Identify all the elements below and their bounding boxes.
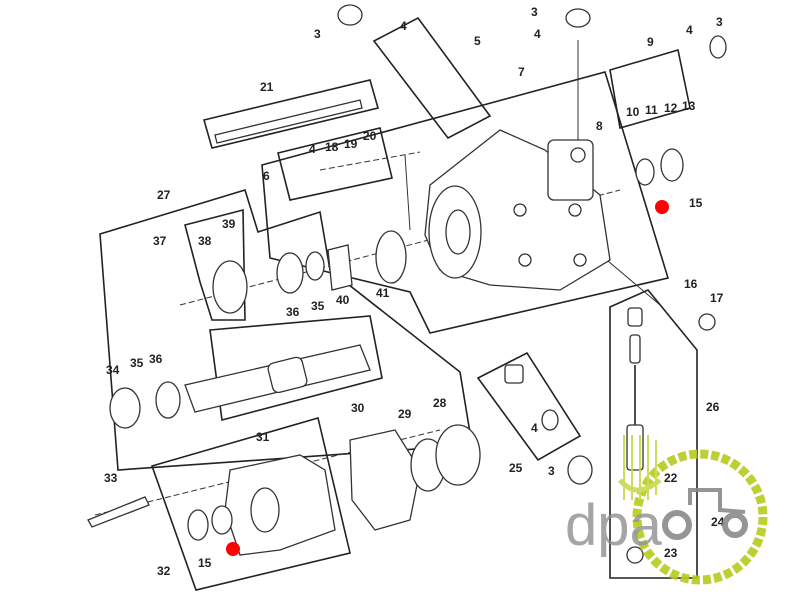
part-label: 11: [645, 103, 658, 117]
part-label: 4: [686, 23, 693, 37]
wheat-icon: [618, 435, 662, 500]
part-label: 27: [157, 188, 171, 202]
rear-cover-32: [224, 454, 336, 556]
part-label: 35: [311, 299, 325, 313]
part-label: 4: [531, 421, 538, 435]
part-label: 10: [626, 105, 640, 119]
group-box-5: [372, 16, 492, 140]
tractor-icon: [662, 488, 748, 540]
part-label: 13: [682, 99, 696, 113]
part-label: 19: [344, 137, 358, 151]
part-label: 15: [689, 196, 703, 210]
part-label: 24: [711, 515, 725, 529]
part-label: 18: [325, 140, 339, 154]
part-label: 29: [398, 407, 412, 421]
leader-line: [404, 154, 411, 231]
plug-3b: [565, 8, 591, 28]
part-label: 8: [596, 119, 603, 133]
shaft-part: [184, 344, 371, 413]
part-label: 41: [376, 286, 390, 300]
gear-ring-icon: [632, 449, 768, 585]
part-label: 9: [647, 35, 654, 49]
axis-line: [94, 429, 441, 516]
plug-3c: [709, 35, 727, 59]
bolt-33: [87, 496, 150, 528]
part-label: 3: [531, 5, 538, 19]
part-label: 34: [106, 363, 120, 377]
group-box-6-inner: [277, 127, 393, 201]
washer-36: [276, 252, 304, 294]
gasket-30: [349, 429, 421, 531]
bearing-28: [435, 424, 481, 486]
gear-34: [109, 387, 141, 429]
part-label: 38: [198, 234, 212, 248]
part-label: 21: [260, 80, 274, 94]
valve-parts-25: [504, 364, 559, 431]
part-label: 36: [286, 305, 300, 319]
gear-40: [327, 244, 353, 291]
seal-15: [635, 158, 655, 186]
part-label: 6: [263, 169, 270, 183]
logo-text: dpa: [565, 493, 663, 558]
part-label: 39: [222, 217, 236, 231]
part-label: 4: [400, 19, 407, 33]
group-box-32: [150, 416, 351, 591]
ring-35: [305, 251, 325, 281]
part-label: 28: [433, 396, 447, 410]
part-label: 4: [534, 27, 541, 41]
plug-3: [337, 4, 363, 26]
bushing-38: [212, 260, 248, 314]
part-label: 31: [256, 430, 270, 444]
group-box-7: [261, 71, 670, 334]
group-box-25: [476, 351, 582, 462]
part-label: 36: [149, 352, 163, 366]
part-label: 16: [684, 277, 698, 291]
highlight-marker: [226, 542, 240, 556]
plug-3d: [567, 455, 593, 485]
part-label: 3: [716, 15, 723, 29]
seal-16: [187, 509, 209, 541]
part-label: 35: [130, 356, 144, 370]
part-label: 7: [518, 65, 525, 79]
dpa-logo-watermark: dpa: [565, 435, 768, 585]
part-label: 26: [706, 400, 720, 414]
part-label: 25: [509, 461, 523, 475]
part-label: 22: [664, 471, 678, 485]
part-label: 37: [153, 234, 167, 248]
part-label: 5: [474, 34, 481, 48]
plug-17: [698, 313, 716, 331]
highlight-marker: [655, 200, 669, 214]
seal-16b: [211, 505, 233, 535]
group-box-21: [203, 79, 379, 149]
group-box-9: [609, 48, 691, 130]
part-label: 23: [664, 546, 678, 560]
group-box-26: [609, 289, 698, 579]
part-label: 32: [157, 564, 171, 578]
group-box-37: [184, 208, 246, 321]
part-label: 30: [351, 401, 365, 415]
axis-line: [319, 151, 421, 171]
part-label: 3: [314, 27, 321, 41]
part-label: 3: [548, 464, 555, 478]
seal-15b: [660, 148, 684, 182]
washer-36b: [155, 381, 181, 419]
part-label: 20: [363, 129, 377, 143]
part-label: 17: [710, 291, 724, 305]
part-label: 4: [309, 142, 316, 156]
part-label: 40: [336, 293, 350, 307]
part-label: 15: [198, 556, 212, 570]
pump-housing: [424, 129, 611, 291]
spool-21: [214, 99, 363, 144]
part-label: 33: [104, 471, 118, 485]
bearing-41: [375, 230, 407, 284]
part-label: 12: [664, 101, 678, 115]
